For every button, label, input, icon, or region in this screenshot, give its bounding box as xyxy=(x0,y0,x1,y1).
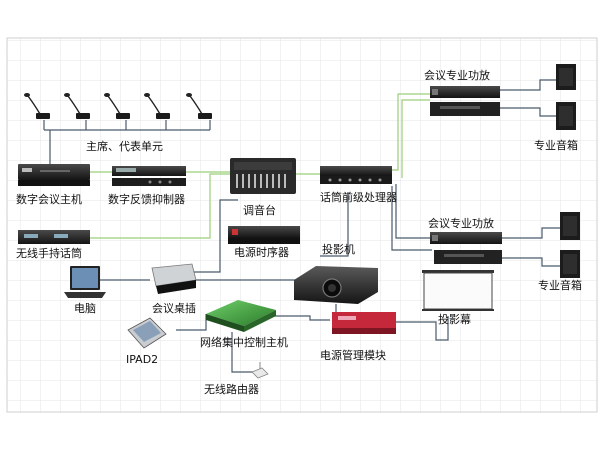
preamp-processor-label: 话筒前级处理器 xyxy=(320,190,397,204)
table-socket-label: 会议桌插 xyxy=(152,301,196,315)
feedback-suppressor-device xyxy=(112,166,186,186)
screen-label: 投影幕 xyxy=(438,312,471,326)
amplifier-top-device xyxy=(430,86,500,116)
laptop-icon xyxy=(64,266,106,298)
conference-host-device xyxy=(18,164,90,186)
power-module-device xyxy=(332,312,396,334)
amp-bottom-label: 会议专业功放 xyxy=(428,216,494,230)
router-label: 无线路由器 xyxy=(204,382,259,396)
microphone-icon xyxy=(64,93,90,119)
speaker-bottom-b-icon xyxy=(560,250,580,278)
mixer-label: 调音台 xyxy=(243,203,276,217)
microphone-icon xyxy=(104,93,130,119)
table-socket-device xyxy=(151,263,197,294)
amp-top-to-speaker-a xyxy=(500,79,556,91)
microphone-icon xyxy=(24,93,50,119)
preamp-to-amp-top-line-2 xyxy=(401,99,430,178)
preamp-to-amp-top-line xyxy=(392,93,430,171)
amp-top-to-speaker-b xyxy=(500,107,556,117)
ipad-label: IPAD2 xyxy=(126,353,158,366)
conference-host-label: 数字会议主机 xyxy=(16,192,82,206)
projection-screen-device xyxy=(422,270,494,311)
wireless-to-mixer-line xyxy=(90,173,230,239)
network-controller-device xyxy=(206,300,276,332)
amp-bottom-to-speaker-b xyxy=(502,257,560,267)
speaker-top-b-icon xyxy=(556,102,576,130)
preamp-to-amp-bottom-line xyxy=(395,184,430,239)
amplifier-bottom-device xyxy=(430,232,502,264)
projector-device xyxy=(294,266,378,304)
socket-to-mixer-line xyxy=(180,199,238,273)
power-sequencer-device xyxy=(228,226,300,244)
amp-bottom-to-speaker-a xyxy=(502,227,560,239)
speaker-top-a-icon xyxy=(556,64,576,90)
delegate-units-label: 主席、代表单元 xyxy=(86,139,163,153)
laptop-label: 电脑 xyxy=(74,302,96,315)
feedback-suppressor-label: 数字反馈抑制器 xyxy=(108,192,185,206)
mic-drop-lines xyxy=(43,120,211,130)
speaker-bottom-a-icon xyxy=(560,212,580,240)
controller-to-router-line xyxy=(231,332,258,373)
wireless-mic-device xyxy=(18,230,90,244)
microphone-icon xyxy=(144,93,170,119)
preamp-to-projector-line xyxy=(320,192,349,257)
speaker-top-label: 专业音箱 xyxy=(534,138,578,152)
amp-top-label: 会议专业功放 xyxy=(424,68,490,82)
delegate-microphones xyxy=(24,93,212,119)
wireless-mic-label: 无线手持话筒 xyxy=(16,246,82,260)
power-module-label: 电源管理模块 xyxy=(320,348,386,362)
power-to-screen-line xyxy=(396,316,449,341)
microphone-icon xyxy=(186,93,212,119)
power-sequencer-label: 电源时序器 xyxy=(234,245,289,259)
mixer-device xyxy=(230,158,296,194)
projector-label: 投影机 xyxy=(322,242,355,256)
speaker-bottom-label: 专业音箱 xyxy=(538,278,582,292)
connections xyxy=(43,79,560,373)
controller-to-power-line xyxy=(270,315,330,321)
diagram-frame xyxy=(6,37,598,413)
router-icon xyxy=(251,362,269,379)
preamp-to-amp-bottom-line-2 xyxy=(391,186,432,251)
network-controller-label: 网络集中控制主机 xyxy=(200,335,288,349)
ipad-icon xyxy=(127,317,167,349)
preamp-processor-device xyxy=(320,166,392,184)
